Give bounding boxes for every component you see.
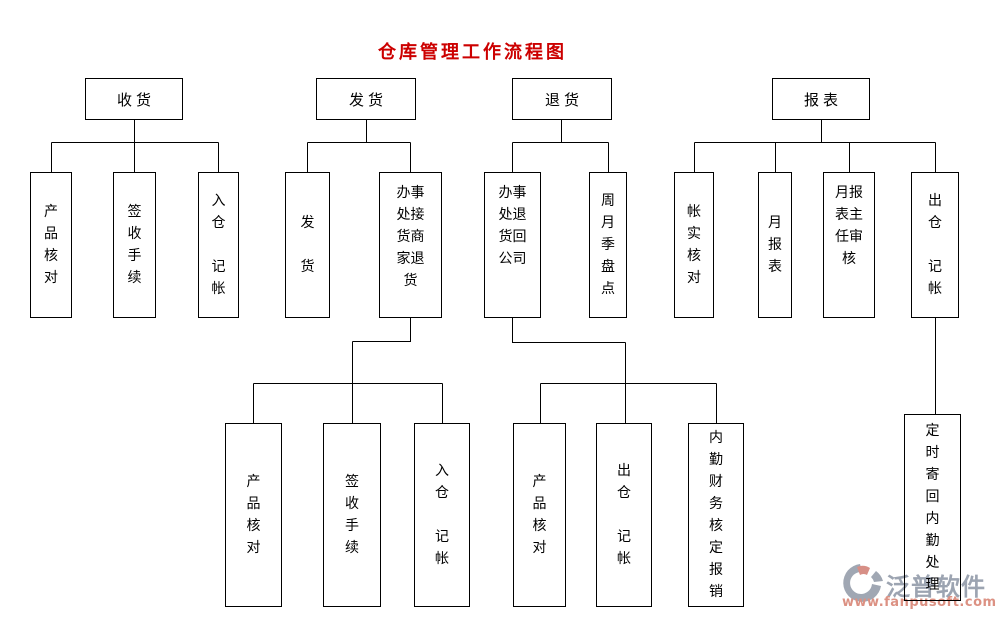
node-returns-product-check: 产 品 核 对: [513, 423, 566, 607]
node-shipping-product-check: 产 品 核 对: [225, 423, 282, 607]
connector-returns-sub-branch: [512, 318, 717, 434]
node-shipping: 发货: [316, 78, 416, 120]
node-shipping-inbound-bookkeeping: 入 仓 记 帐: [414, 423, 470, 607]
node-shipping-office-merchant-returns: 办事 处接 货商 家退 货: [379, 172, 442, 318]
node-shipping-sign-procedure: 签 收 手 续: [323, 423, 381, 607]
fanpu-logo-icon: [843, 564, 883, 602]
node-shipping-dispatch: 发 货: [285, 172, 330, 318]
node-receiving-inbound-bookkeeping: 入 仓 记 帐: [198, 172, 239, 318]
node-reports: 报表: [772, 78, 870, 120]
node-reports-director-review: 月报 表主 任审 核: [823, 172, 875, 318]
node-returns-backoffice-finance-approval: 内 勤 财 务 核 定 报 销: [688, 423, 744, 607]
node-receiving-product-check: 产 品 核 对: [30, 172, 72, 318]
node-reports-monthly-report: 月 报 表: [758, 172, 792, 318]
node-returns: 退货: [512, 78, 612, 120]
node-reports-scheduled-mailback: 定 时 寄 回 内 勤 处 理: [904, 414, 961, 601]
node-receiving: 收货: [85, 78, 183, 120]
connector-shipping-branch: [307, 120, 411, 172]
node-reports-account-reality-check: 帐 实 核 对: [674, 172, 714, 318]
node-returns-periodic-stocktake: 周 月 季 盘 点: [589, 172, 627, 318]
node-reports-outbound-bookkeeping: 出 仓 记 帐: [911, 172, 959, 318]
page-title: 仓库管理工作流程图: [378, 42, 567, 63]
connector-returns-branch: [512, 120, 609, 172]
node-returns-outbound-bookkeeping: 出 仓 记 帐: [596, 423, 652, 607]
connector-shipping-sub-branch: [253, 318, 443, 423]
connector-receiving-branch: [51, 120, 219, 172]
connector-reports-branch: [694, 120, 936, 172]
node-returns-office-return-to-company: 办事 处退 货回 公司: [484, 172, 541, 318]
node-receiving-sign-procedure: 签 收 手 续: [113, 172, 156, 318]
